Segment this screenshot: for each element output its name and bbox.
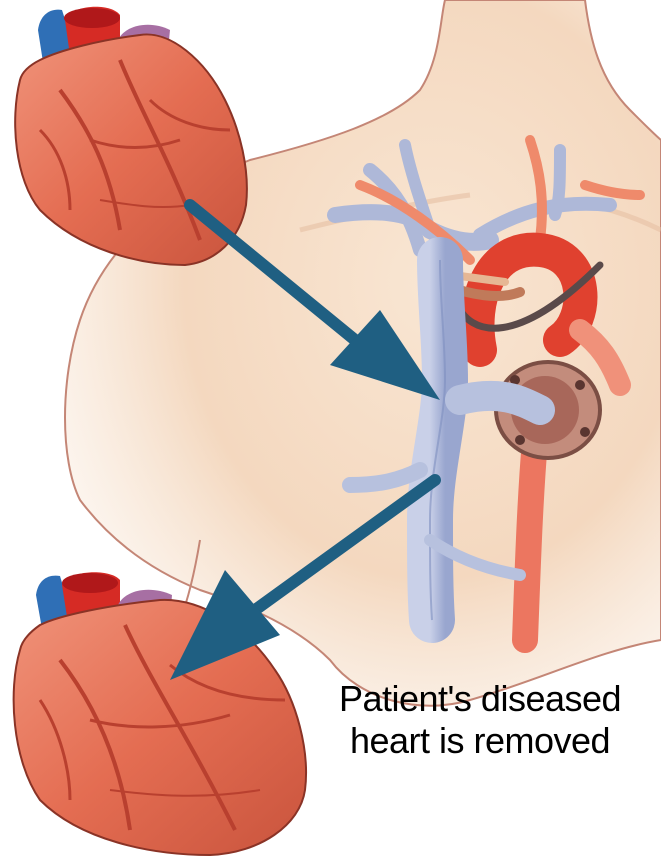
caption-line-2: heart is removed [300, 720, 660, 762]
caption: Patient's diseased heart is removed [300, 678, 660, 762]
caption-line-1: Patient's diseased [300, 678, 660, 720]
